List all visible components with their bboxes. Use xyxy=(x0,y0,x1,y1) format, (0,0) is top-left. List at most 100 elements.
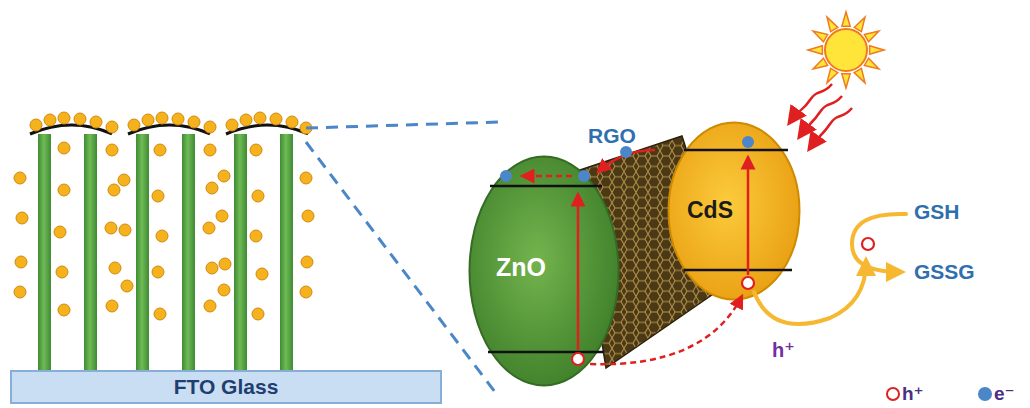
cds-dot xyxy=(302,210,314,222)
rgo-caps xyxy=(30,125,308,134)
cds-dot xyxy=(14,286,26,298)
nanorod xyxy=(234,134,247,370)
cds-dot xyxy=(15,256,27,268)
nanorod xyxy=(84,134,97,370)
cds-dot xyxy=(44,114,56,126)
cds-dot xyxy=(128,119,140,131)
nanorods xyxy=(38,134,293,370)
sun-ray xyxy=(842,74,850,88)
cds-dot xyxy=(90,116,102,128)
cds-dot xyxy=(218,284,230,296)
transfer-arrows xyxy=(522,150,742,364)
cds-dot xyxy=(206,182,218,194)
nanorod xyxy=(280,134,293,370)
cds-dot xyxy=(56,266,68,278)
substrate-band: FTO Glass xyxy=(10,370,442,404)
sun-ray xyxy=(808,46,822,54)
cds-dot xyxy=(14,172,26,184)
cds-dot xyxy=(216,210,228,222)
sun-ray xyxy=(842,12,850,26)
cds-dot xyxy=(105,222,117,234)
cds-dot xyxy=(106,144,118,156)
cds-dot xyxy=(118,174,130,186)
cds-dot xyxy=(154,144,166,156)
sun xyxy=(808,12,884,88)
legend-swatch xyxy=(978,387,992,401)
sun-disc xyxy=(825,29,867,71)
cds-dot xyxy=(300,172,312,184)
holes xyxy=(572,238,874,365)
legend-text: e⁻ xyxy=(994,382,1015,405)
cds-dot xyxy=(30,119,42,131)
cds-dot xyxy=(270,113,282,125)
cds-dot xyxy=(58,184,70,196)
sun-ray xyxy=(827,68,838,83)
cds-dot xyxy=(152,266,164,278)
sun-ray xyxy=(864,58,879,69)
excitation-arrows xyxy=(578,157,748,350)
cds-dot xyxy=(206,262,218,274)
light-arrows xyxy=(790,84,852,148)
oxidation-arrows xyxy=(754,214,906,324)
cds-dot xyxy=(286,116,298,128)
cds-dot xyxy=(106,300,118,312)
legend-symbol xyxy=(886,387,900,401)
node-text: CdS xyxy=(687,197,733,224)
sun-ray xyxy=(854,68,865,83)
cds-dot xyxy=(188,116,200,128)
carrier-label: h⁺ xyxy=(772,338,795,362)
sun-ray xyxy=(827,17,838,32)
cds-dot xyxy=(156,230,168,242)
cds-dot xyxy=(154,308,166,320)
cds-dot xyxy=(252,308,264,320)
cds-dot xyxy=(300,286,312,298)
species-label: GSH xyxy=(914,200,960,224)
cds-dot xyxy=(106,121,118,133)
cds-dot xyxy=(218,170,230,182)
cds-dot xyxy=(252,190,264,202)
cds-dot xyxy=(254,112,266,124)
cds-ellipse: CdS xyxy=(667,121,801,301)
species-label: GSSG xyxy=(914,260,975,284)
cds-dot xyxy=(301,256,313,268)
legend-text: h⁺ xyxy=(902,382,924,405)
band-edges xyxy=(488,150,792,352)
node-text: FTO Glass xyxy=(174,375,279,399)
cds-dot xyxy=(58,304,70,316)
cds-dot xyxy=(152,190,164,202)
sun-ray xyxy=(854,17,865,32)
sun-ray xyxy=(813,58,828,69)
sun-ray xyxy=(813,31,828,42)
cds-dot xyxy=(121,280,133,292)
cds-dot xyxy=(240,114,252,126)
material-label: RGO xyxy=(588,124,636,148)
node-text: ZnO xyxy=(496,253,546,282)
cds-dot xyxy=(109,262,121,274)
cds-dot xyxy=(58,142,70,154)
cds-dot xyxy=(219,258,231,270)
cds-dot xyxy=(156,112,168,124)
cds-dot xyxy=(250,144,262,156)
nanorod xyxy=(38,134,51,370)
cds-dot xyxy=(119,224,131,236)
cds-dot xyxy=(203,222,215,234)
cds-dot xyxy=(58,112,70,124)
sun-ray xyxy=(870,46,884,54)
nanorod xyxy=(182,134,195,370)
cds-dot xyxy=(16,212,28,224)
cds-dot xyxy=(54,226,66,238)
cds-dot xyxy=(250,230,262,242)
cds-dot xyxy=(204,300,216,312)
sun-ray xyxy=(864,31,879,42)
zno-ellipse: ZnO xyxy=(468,155,620,387)
cds-dot xyxy=(74,113,86,125)
cds-dot xyxy=(226,119,238,131)
cds-dot xyxy=(204,121,216,133)
cds-particles xyxy=(14,112,314,320)
cds-dot xyxy=(204,144,216,156)
nanorod xyxy=(136,134,149,370)
cds-dot xyxy=(256,268,268,280)
cds-dot xyxy=(142,114,154,126)
cds-dot xyxy=(172,113,184,125)
